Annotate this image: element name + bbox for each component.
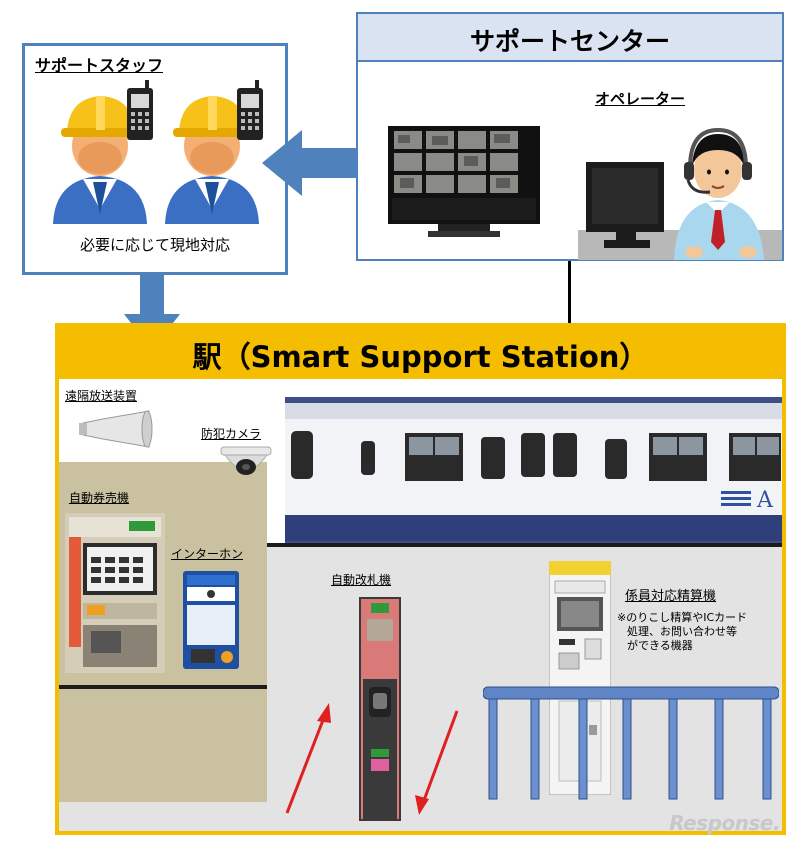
platform-edge bbox=[59, 543, 782, 547]
support-staff-box: サポートスタッフ 必 bbox=[22, 43, 288, 275]
operator-label: オペレーター bbox=[595, 90, 686, 108]
support-center-header: サポートセンター bbox=[358, 14, 782, 62]
fare-adjust-note-line-3: ができる機器 bbox=[627, 639, 693, 652]
security-camera-icon bbox=[220, 446, 272, 475]
camera-label: 防犯カメラ bbox=[201, 427, 262, 441]
station-box: 駅（Smart Support Station） A 遠 bbox=[55, 323, 786, 835]
ticket-area-divider bbox=[59, 685, 267, 689]
mobile-phone-icon bbox=[237, 80, 263, 140]
broadcast-label: 遠隔放送装置 bbox=[65, 389, 138, 403]
fare-adjust-label: 係員対応精算機 bbox=[625, 589, 717, 604]
station-title: 駅（Smart Support Station） bbox=[192, 340, 649, 374]
station-header: 駅（Smart Support Station） bbox=[59, 327, 782, 379]
ticket-vending-machine-icon bbox=[65, 513, 165, 673]
mobile-phone-icon bbox=[127, 80, 153, 140]
operator-icon bbox=[578, 127, 782, 260]
response-watermark: Response. bbox=[669, 811, 780, 835]
speaker-icon bbox=[79, 410, 153, 448]
intercom-label: インターホン bbox=[171, 547, 244, 561]
monitor-wall-icon bbox=[388, 126, 540, 237]
support-center-title: サポートセンター bbox=[469, 27, 670, 56]
exit-arrow-icon bbox=[415, 710, 459, 815]
svg-text:A: A bbox=[756, 488, 774, 513]
worker-2-icon bbox=[165, 96, 259, 224]
dispatch-arrow-left-icon bbox=[262, 130, 356, 196]
fare-adjust-note-line-1: ※のりこし精算やICカード bbox=[617, 611, 748, 624]
support-center-box: サポートセンター bbox=[356, 12, 784, 261]
fare-adjust-note-line-2: 処理、お問い合わせ等 bbox=[627, 625, 737, 638]
entry-arrow-icon bbox=[285, 703, 331, 814]
gate-label: 自動改札機 bbox=[331, 573, 392, 587]
worker-1-icon bbox=[53, 96, 147, 224]
intercom-icon bbox=[183, 571, 239, 669]
train-image: A bbox=[285, 397, 782, 543]
ticket-machine-label: 自動券売機 bbox=[69, 491, 130, 505]
support-staff-caption: 必要に応じて現地対応 bbox=[79, 236, 230, 254]
connection-line bbox=[568, 261, 571, 325]
railing-icon bbox=[483, 686, 779, 800]
support-staff-title: サポートスタッフ bbox=[35, 56, 164, 75]
ticket-gate-icon bbox=[359, 597, 401, 821]
